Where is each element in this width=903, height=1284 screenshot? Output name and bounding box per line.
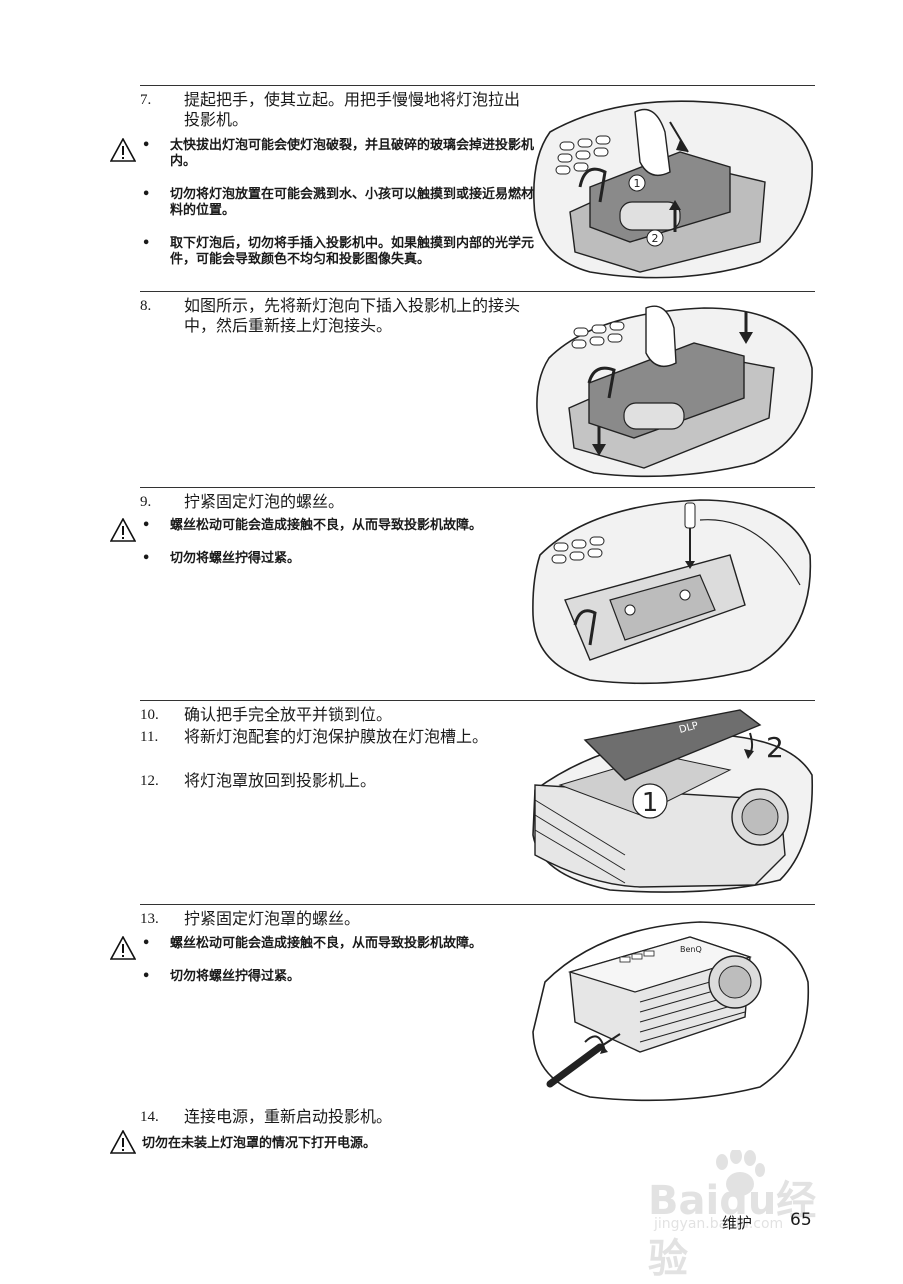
footer-section-label: 维护 [722, 1214, 753, 1232]
step-7: 7. 提起把手，使其立起。用把手慢慢地将灯泡拉出投影机。 [140, 90, 520, 130]
step-number: 13. [140, 911, 159, 927]
step-text: 拧紧固定灯泡的螺丝。 [184, 492, 345, 511]
warning-item: 螺丝松动可能会造成接触不良，从而导致投影机故障。 [140, 518, 490, 534]
step-number: 14. [140, 1109, 159, 1125]
step-10: 10. 确认把手完全放平并锁到位。 [140, 705, 540, 725]
section-divider [140, 700, 815, 701]
warning-block-13: 螺丝松动可能会造成接触不良，从而导致投影机故障。 切勿将螺丝拧得过紧。 [110, 936, 540, 1006]
section-divider [140, 904, 815, 905]
step-number: 7. [140, 92, 152, 108]
step-number: 9. [140, 494, 152, 510]
replace-cover-illustration: DLP 1 2 [532, 709, 814, 893]
warning-item: 螺丝松动可能会造成接触不良，从而导致投影机故障。 [140, 936, 540, 952]
dlp-logo: DLP [678, 720, 700, 736]
step-text: 如图所示，先将新灯泡向下插入投影机上的接头中，然后重新接上灯泡接头。 [184, 296, 521, 335]
step-text: 确认把手完全放平并锁到位。 [184, 705, 393, 724]
callout-1: 1 [642, 788, 659, 818]
cover-screw-illustration: BenQ [532, 921, 810, 1102]
section-divider [140, 487, 815, 488]
watermark-text: Baidu经验 [648, 1178, 817, 1282]
warning-list: 螺丝松动可能会造成接触不良，从而导致投影机故障。 切勿将螺丝拧得过紧。 [140, 936, 540, 1002]
watermark-url: jingyan.baidu.com [654, 1216, 784, 1232]
warning-icon [110, 138, 136, 162]
step-text: 连接电源，重新启动投影机。 [184, 1107, 393, 1126]
warning-block-7: 太快拔出灯泡可能会使灯泡破裂，并且破碎的玻璃会掉进投影机内。 切勿将灯泡放置在可… [110, 138, 540, 288]
step-number: 10. [140, 707, 159, 723]
step-12: 12. 将灯泡罩放回到投影机上。 [140, 771, 540, 791]
warning-item: 切勿将灯泡放置在可能会溅到水、小孩可以触摸到或接近易燃材料的位置。 [140, 187, 540, 219]
warning-icon [110, 1130, 136, 1154]
callout-2: 2 [766, 731, 784, 764]
warning-block-14: 切勿在未装上灯泡罩的情况下打开电源。 [110, 1130, 540, 1156]
section-divider [140, 85, 815, 86]
step-8: 8. 如图所示，先将新灯泡向下插入投影机上的接头中，然后重新接上灯泡接头。 [140, 296, 520, 336]
warning-item: 取下灯泡后，切勿将手插入投影机中。如果触摸到内部的光学元件，可能会导致颜色不均匀… [140, 236, 540, 268]
warning-list: 螺丝松动可能会造成接触不良，从而导致投影机故障。 切勿将螺丝拧得过紧。 [140, 518, 540, 584]
warning-icon [110, 936, 136, 960]
tighten-screw-illustration [532, 499, 812, 685]
warning-text: 切勿在未装上灯泡罩的情况下打开电源。 [142, 1136, 377, 1151]
callout-2: 2 [652, 232, 659, 245]
baidu-watermark: Baidu经验 jingyan.baidu.com [640, 1150, 850, 1282]
step-14: 14. 连接电源，重新启动投影机。 [140, 1107, 540, 1127]
lamp-insert-illustration [536, 305, 813, 478]
paw-icon [716, 1150, 765, 1196]
warning-list: 太快拔出灯泡可能会使灯泡破裂，并且破碎的玻璃会掉进投影机内。 切勿将灯泡放置在可… [140, 138, 540, 285]
warning-item: 切勿将螺丝拧得过紧。 [140, 969, 540, 985]
warning-item: 切勿将螺丝拧得过紧。 [140, 551, 540, 567]
step-text: 提起把手，使其立起。用把手慢慢地将灯泡拉出投影机。 [184, 90, 521, 129]
callout-1: 1 [634, 177, 641, 190]
warning-icon [110, 518, 136, 542]
step-text: 将新灯泡配套的灯泡保护膜放在灯泡槽上。 [184, 727, 489, 746]
page-number: 65 [790, 1210, 812, 1230]
step-text: 将灯泡罩放回到投影机上。 [184, 771, 377, 790]
step-9: 9. 拧紧固定灯泡的螺丝。 [140, 492, 540, 512]
lamp-removal-illustration: 1 2 [533, 100, 813, 279]
warning-item: 太快拔出灯泡可能会使灯泡破裂，并且破碎的玻璃会掉进投影机内。 [140, 138, 540, 170]
step-number: 11. [140, 729, 159, 745]
step-text: 拧紧固定灯泡罩的螺丝。 [184, 909, 361, 928]
section-divider [140, 291, 815, 292]
step-number: 8. [140, 298, 152, 314]
step-13: 13. 拧紧固定灯泡罩的螺丝。 [140, 909, 540, 929]
step-11: 11. 将新灯泡配套的灯泡保护膜放在灯泡槽上。 [140, 727, 510, 747]
step-number: 12. [140, 773, 159, 789]
brand-logo: BenQ [680, 945, 702, 954]
warning-block-9: 螺丝松动可能会造成接触不良，从而导致投影机故障。 切勿将螺丝拧得过紧。 [110, 518, 540, 598]
